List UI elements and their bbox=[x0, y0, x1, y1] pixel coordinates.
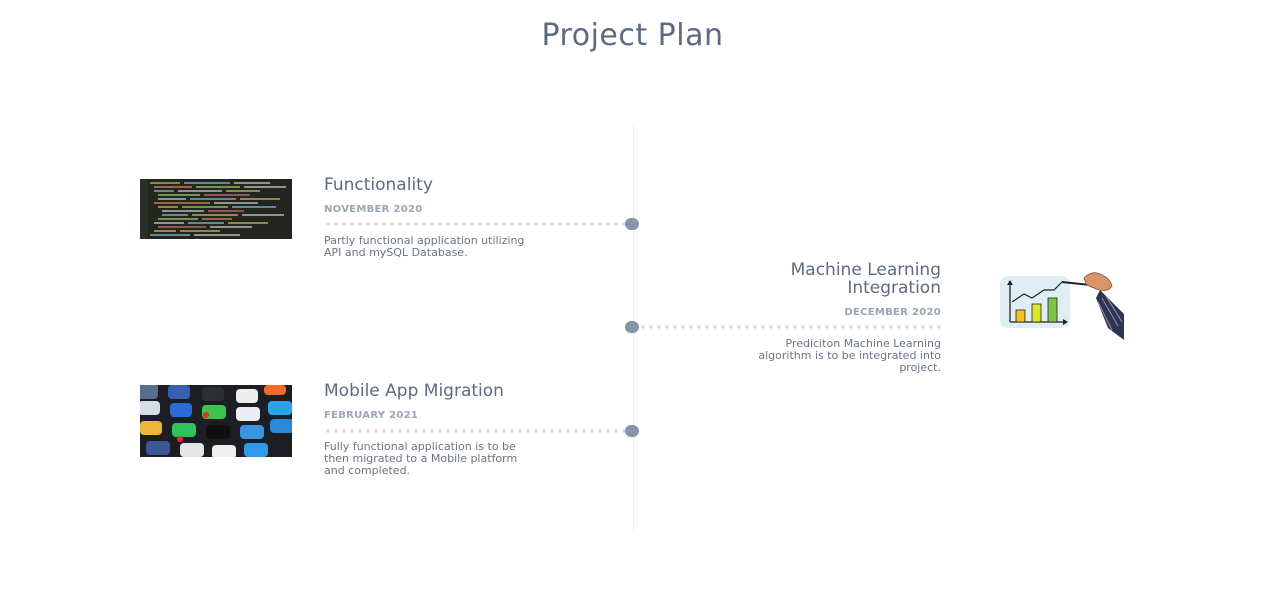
title-line: Machine Learning bbox=[790, 260, 941, 280]
description-line: Fully functional application is to be bbox=[324, 440, 516, 453]
title-line: Integration bbox=[847, 278, 941, 298]
timeline-item-title: Machine Learning Integration bbox=[700, 261, 941, 297]
description-line: API and mySQL Database. bbox=[324, 246, 468, 259]
timeline-node bbox=[625, 218, 639, 230]
timeline-item-date: NOVEMBER 2020 bbox=[324, 204, 423, 215]
timeline-item-title: Mobile App Migration bbox=[324, 381, 504, 401]
timeline-item-description: Prediciton Machine Learning algorithm is… bbox=[690, 338, 941, 374]
page-title: Project Plan bbox=[541, 18, 724, 53]
hand-drawing-chart-image bbox=[996, 268, 1128, 340]
timeline-item-date: DECEMBER 2020 bbox=[844, 307, 941, 318]
timeline-item-description: Fully functional application is to be th… bbox=[324, 441, 594, 477]
dotted-connector bbox=[324, 429, 628, 433]
dotted-connector bbox=[324, 222, 628, 226]
dotted-connector bbox=[639, 325, 941, 329]
description-line: project. bbox=[899, 361, 941, 374]
description-line: Partly functional application utilizing bbox=[324, 234, 525, 247]
timeline-item-date: FEBRUARY 2021 bbox=[324, 410, 419, 421]
smartphone-app-icons-image bbox=[140, 385, 292, 457]
code-editor-screenshot-image bbox=[140, 179, 292, 239]
description-line: then migrated to a Mobile platform bbox=[324, 452, 518, 465]
description-line: Prediciton Machine Learning bbox=[785, 337, 941, 350]
timeline-node bbox=[625, 425, 639, 437]
description-line: and completed. bbox=[324, 464, 411, 477]
timeline-item-description: Partly functional application utilizing … bbox=[324, 235, 594, 259]
description-line: algorithm is to be integrated into bbox=[758, 349, 941, 362]
timeline-node bbox=[625, 321, 639, 333]
timeline-item-title: Functionality bbox=[324, 175, 433, 195]
